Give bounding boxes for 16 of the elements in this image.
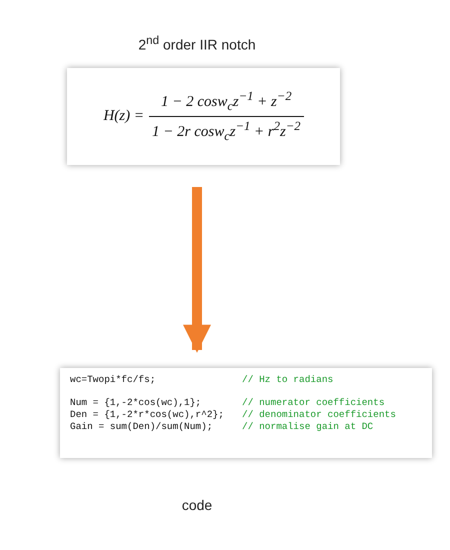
code-comment: // numerator coefficients bbox=[242, 397, 386, 408]
code-line: wc=Twopi*fc/fs; bbox=[70, 374, 157, 385]
code-comment: // normalise gain at DC bbox=[242, 421, 374, 432]
code-box bbox=[60, 368, 432, 458]
numerator: 1 − 2 cosw$_{c}$z$^{−1}$ + z$^{−2}$ bbox=[160, 89, 293, 115]
code-line: Num = {1,-2*cos(wc),1}; bbox=[70, 397, 202, 408]
code-comment: // denominator coefficients bbox=[242, 409, 397, 420]
caption: code bbox=[180, 497, 214, 513]
diagram-title: 2$^{nd}$ order IIR notch bbox=[137, 34, 257, 53]
denominator: 1 − 2r cosw$_{c}$z$^{−1}$ + r$^{2}$z$^{−2}$ bbox=[148, 116, 304, 144]
code-comment: // Hz to radians bbox=[242, 374, 334, 385]
code-line: Den = {1,-2*r*cos(wc),r^2}; bbox=[70, 409, 225, 420]
formula-lhs: H(z) = bbox=[103, 108, 144, 125]
arrow bbox=[183, 187, 211, 353]
code-line: Gain = sum(Den)/sum(Num); bbox=[70, 421, 214, 432]
formula-box bbox=[67, 68, 340, 165]
